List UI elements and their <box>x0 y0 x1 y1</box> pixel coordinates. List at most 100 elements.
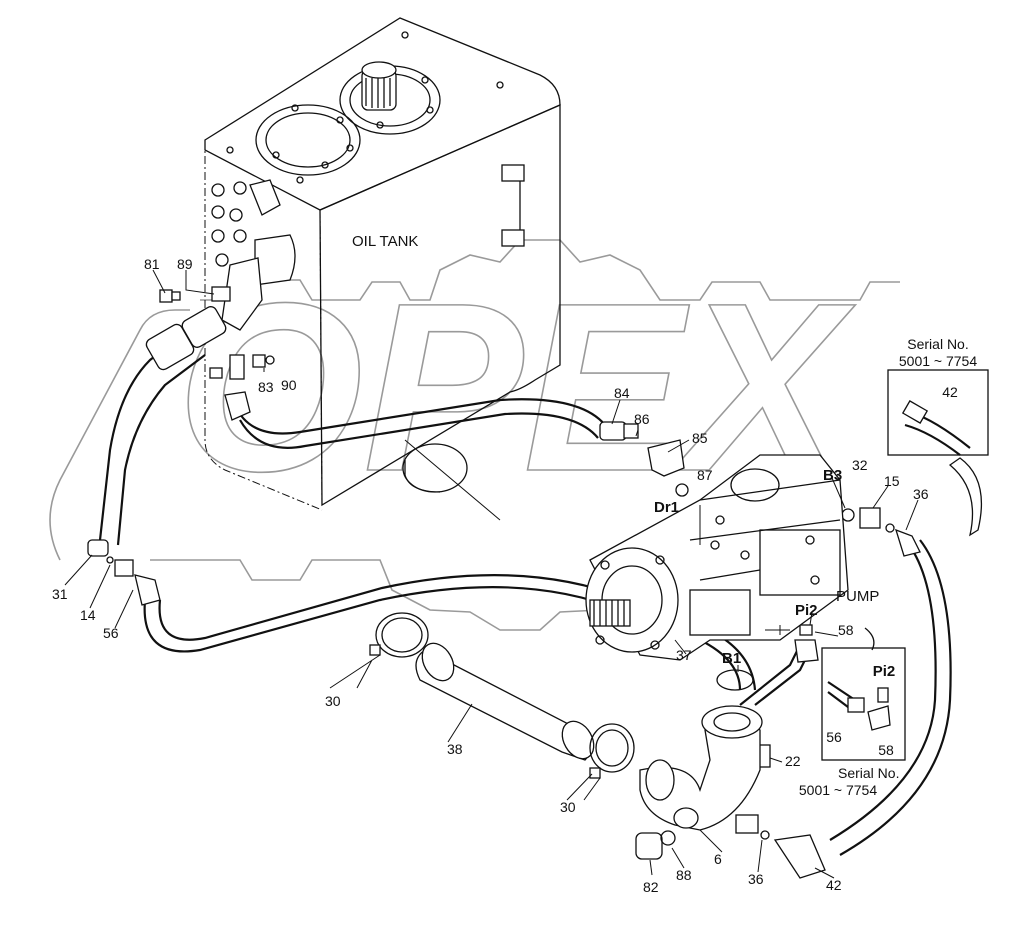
clamp-30-upper-inner <box>381 617 423 653</box>
leader-lines <box>64 269 919 879</box>
part-81-nut <box>171 291 181 301</box>
tank-cover-left <box>255 104 361 176</box>
part-83-plug <box>252 354 266 368</box>
regulator-block <box>689 589 751 636</box>
label-88: 88 <box>676 867 692 883</box>
part-14-fitting <box>114 559 134 577</box>
inset-bottom-box <box>821 647 906 761</box>
inset-top-hose-2 <box>904 423 961 456</box>
part-42-fitting-bottom <box>773 834 826 879</box>
part-56-elbow <box>134 574 161 606</box>
part-32-oring <box>841 508 855 522</box>
filter-body <box>404 460 441 493</box>
label-dr1: Dr1 <box>654 499 679 516</box>
pump-label: PUMP <box>836 588 879 605</box>
pump-shaft <box>589 599 631 627</box>
pressure-hose-right <box>829 539 937 841</box>
inset-top-fitting <box>901 400 929 424</box>
clamp-30-lower-screw <box>589 767 601 779</box>
drain-hose-84-2 <box>239 412 599 449</box>
watermark: OPEX <box>49 239 900 631</box>
hose-clamp-upper-2 <box>181 306 227 348</box>
cap-fitting <box>209 367 223 379</box>
label-84: 84 <box>614 385 630 401</box>
label-42-top: 42 <box>942 384 958 400</box>
pressure-hose-right-2 <box>839 539 952 856</box>
part-36-oring-top <box>885 523 895 533</box>
fittings <box>87 286 921 879</box>
label-85: 85 <box>692 430 708 446</box>
elbow-6-hose-end <box>645 759 675 801</box>
hose-38-end-left <box>421 642 455 682</box>
drain-hose-84 <box>233 398 606 435</box>
inset-bottom: Serial No. 5001 ~ 7754 Pi2 56 58 <box>799 647 906 798</box>
label-58: 58 <box>838 622 854 638</box>
label-56-inset: 56 <box>826 729 842 745</box>
label-86: 86 <box>634 411 650 427</box>
inset-bottom-fitting <box>847 697 865 713</box>
label-36-bottom: 36 <box>748 871 764 887</box>
part-15-adapter <box>859 507 881 529</box>
label-81: 81 <box>144 256 160 272</box>
part-89-fitting <box>211 286 231 302</box>
clamp-30-upper <box>375 612 429 658</box>
arrow-serial-top <box>948 457 983 537</box>
label-90: 90 <box>281 377 297 393</box>
label-37: 37 <box>676 647 692 663</box>
pilot-hose-long <box>143 586 742 691</box>
hose-38-end-right <box>561 720 595 760</box>
label-14: 14 <box>80 607 96 623</box>
breather-cap-top <box>361 61 397 79</box>
label-22: 22 <box>785 753 801 769</box>
pump-port-b3 <box>730 468 780 502</box>
label-30-upper: 30 <box>325 693 341 709</box>
tank-corner-edge <box>319 209 323 506</box>
part-82-plug <box>635 832 663 860</box>
label-36-top: 36 <box>913 486 929 502</box>
serial-bottom-line2: 5001 ~ 7754 <box>799 782 877 798</box>
part-87-oring <box>675 483 689 497</box>
label-58-inset: 58 <box>878 742 894 758</box>
inset-bottom-adapter <box>877 687 889 703</box>
pump-assembly <box>585 454 849 661</box>
label-b3: B3 <box>823 467 842 484</box>
tank-side-fittings <box>211 181 247 267</box>
cover-bolts <box>226 31 504 184</box>
part-85-elbow <box>647 439 685 477</box>
level-gauge-bottom <box>501 229 525 247</box>
label-56: 56 <box>103 625 119 641</box>
tank-front <box>319 104 561 507</box>
pi2-fitting <box>794 639 819 663</box>
label-42-bottom: 42 <box>826 877 842 893</box>
serial-top-line2: 5001 ~ 7754 <box>899 353 977 369</box>
suction-flange <box>254 234 296 286</box>
filter-leader <box>404 439 501 521</box>
watermark-swoosh <box>49 309 190 561</box>
b1-oring <box>716 669 754 691</box>
clamp-30-upper-screw <box>369 644 381 656</box>
elbow-6-flange <box>701 705 763 739</box>
oil-tank: OIL TANK <box>204 17 561 521</box>
pi2-hose-2 <box>739 644 801 706</box>
label-30-lower: 30 <box>560 799 576 815</box>
label-6: 6 <box>714 851 722 867</box>
arrow-serial-bottom <box>864 627 875 651</box>
part-88-oring <box>660 830 676 846</box>
part-58-adapter <box>799 624 813 636</box>
hoses <box>98 306 983 856</box>
part-90-oring <box>265 355 275 365</box>
tank-cover-left-inner <box>265 112 351 168</box>
label-32: 32 <box>852 457 868 473</box>
pump-details <box>689 479 841 581</box>
elbow-6-port <box>673 807 699 829</box>
label-83: 83 <box>258 379 274 395</box>
part-81-fitting <box>159 289 173 303</box>
clamp-30-lower <box>589 723 635 773</box>
label-87: 87 <box>697 467 713 483</box>
part-36-fitting-top <box>894 528 921 557</box>
level-gauge-top <box>501 164 525 182</box>
label-31: 31 <box>52 586 68 602</box>
suction-elbow <box>221 257 263 331</box>
suction-hose-left <box>98 329 191 541</box>
